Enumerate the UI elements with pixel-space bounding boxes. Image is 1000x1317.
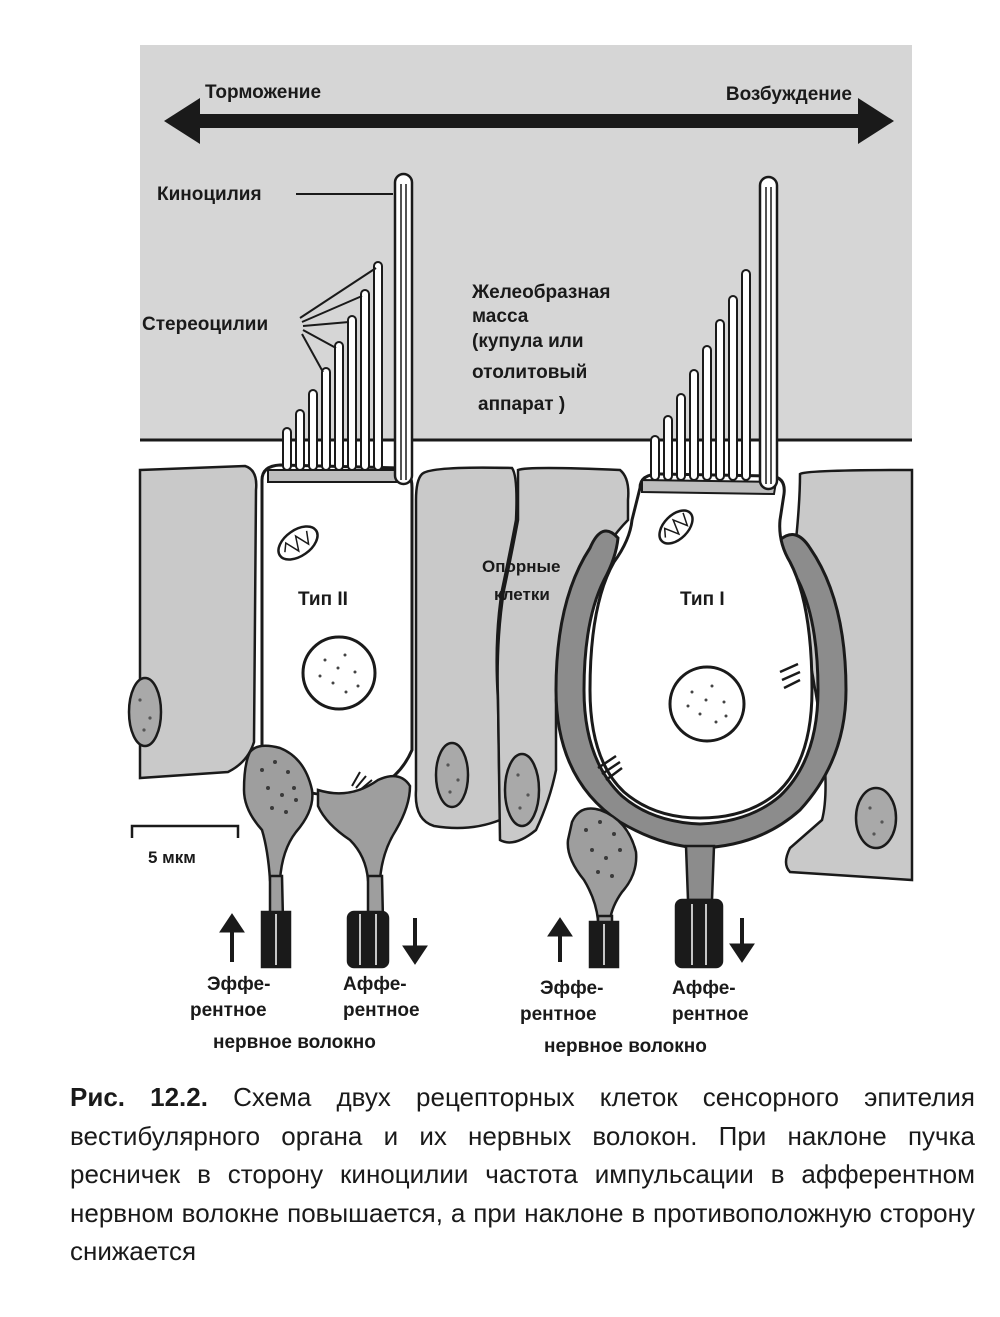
left-nerve-fiber-label: нервное волокно bbox=[213, 1032, 376, 1053]
type1-cuticular-plate bbox=[641, 478, 778, 496]
scale-label: 5 мкм bbox=[148, 848, 196, 867]
gel-label-line4: отолитовый bbox=[472, 362, 587, 383]
type2-label: Тип II bbox=[298, 589, 348, 610]
type2-afferent-myelin bbox=[346, 910, 390, 969]
type1-kinocilium bbox=[758, 175, 779, 491]
type1-calyx-ending bbox=[554, 529, 848, 850]
double-headed-arrow bbox=[164, 98, 894, 144]
right-efferent-label-2: рентное bbox=[520, 1004, 597, 1025]
support-cell-center-left bbox=[414, 466, 518, 830]
support-nucleus-4 bbox=[854, 786, 898, 850]
support-nucleus-3 bbox=[503, 752, 541, 828]
left-efferent-label-1: Эффе- bbox=[207, 974, 270, 995]
caption-text: Схема двух рецепторных клеток сенсорного… bbox=[70, 1082, 975, 1266]
type1-hair-cell bbox=[588, 472, 814, 820]
figure-number: Рис. 12.2. bbox=[70, 1082, 208, 1112]
type1-afferent-down-arrow bbox=[729, 918, 755, 963]
inhibition-label: Торможение bbox=[205, 82, 321, 103]
type1-afferent-stalk bbox=[684, 844, 716, 902]
type2-hair-cell bbox=[260, 463, 414, 797]
left-efferent-label-2: рентное bbox=[190, 1000, 267, 1021]
support-label-line2: клетки bbox=[494, 585, 550, 604]
type2-kinocilium bbox=[393, 172, 414, 486]
support-nucleus-2 bbox=[434, 741, 470, 809]
type2-afferent-ending bbox=[316, 774, 412, 882]
right-nerve-fiber-label: нервное волокно bbox=[544, 1036, 707, 1057]
type1-stereocilia bbox=[650, 269, 751, 481]
gel-label-line1: Желеобразная bbox=[471, 282, 610, 303]
type1-efferent-up-arrow bbox=[547, 917, 573, 962]
type1-afferent-myelin bbox=[674, 898, 724, 969]
type2-efferent-up-arrow bbox=[219, 913, 245, 962]
gelatinous-mass bbox=[140, 45, 912, 440]
support-label-line1: Опорные bbox=[482, 557, 561, 576]
type2-efferent-ending bbox=[242, 744, 314, 882]
gel-label-line3: (купула или bbox=[472, 331, 584, 352]
support-nucleus-1 bbox=[127, 676, 163, 748]
support-nuclei-dots bbox=[138, 698, 884, 836]
type2-cuticular-plate bbox=[267, 469, 401, 483]
figure-caption: Рис. 12.2. Схема двух рецепторных клеток… bbox=[70, 1078, 975, 1271]
stereocilia-leaders bbox=[299, 267, 377, 373]
type1-efferent-ending bbox=[566, 807, 638, 922]
support-cell-nuclei bbox=[127, 676, 898, 850]
type2-stereocilia bbox=[282, 261, 383, 471]
signal-direction-arrows bbox=[219, 913, 755, 965]
type2-afferent-down-arrow bbox=[402, 918, 428, 965]
right-afferent-label-2: рентное bbox=[672, 1004, 749, 1025]
type2-mitochondrion bbox=[277, 525, 319, 561]
support-cell-far-left bbox=[138, 464, 258, 780]
gel-label-line5: аппарат ) bbox=[478, 394, 565, 415]
right-afferent-label-1: Аффе- bbox=[672, 978, 736, 999]
type1-mitochondrion bbox=[658, 509, 694, 545]
type1-label: Тип I bbox=[680, 589, 725, 610]
right-efferent-label-1: Эффе- bbox=[540, 978, 603, 999]
gel-label-line2: масса bbox=[472, 306, 529, 327]
type2-nucleus bbox=[301, 635, 377, 711]
vestibular-hair-cells-diagram: Торможение Возбуждение Киноцилия Стереоц… bbox=[127, 45, 914, 1057]
nerve-fibers bbox=[260, 874, 724, 969]
stereocilia-label: Стереоцилии bbox=[142, 314, 268, 335]
type1-nucleus bbox=[668, 665, 746, 743]
scale-bar bbox=[130, 824, 240, 838]
kinocilium-label: Киноцилия bbox=[157, 184, 262, 205]
type1-synaptic-ribbons bbox=[597, 662, 801, 781]
left-afferent-label-2: рентное bbox=[343, 1000, 420, 1021]
left-afferent-label-1: Аффе- bbox=[343, 974, 407, 995]
excitation-label: Возбуждение bbox=[726, 84, 852, 105]
